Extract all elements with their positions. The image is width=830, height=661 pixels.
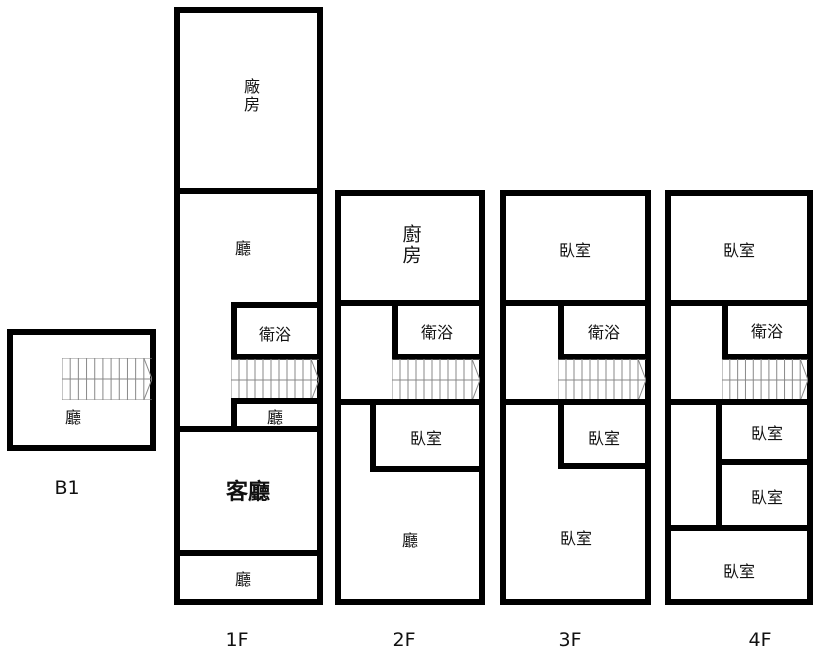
f4-bedroom-b-label: 臥室 — [750, 488, 784, 507]
f1-wall — [174, 426, 323, 432]
f3-floor-label: 3F — [558, 629, 582, 651]
stair-line — [310, 379, 319, 401]
f3-stairs — [558, 359, 646, 401]
f2-kitchen-label: 廚房 — [399, 224, 422, 266]
f3-bedroom-bottom-label: 臥室 — [559, 529, 593, 548]
f1-bath-room — [231, 302, 323, 360]
f4-outline — [665, 190, 813, 605]
f1-bath-label: 衛浴 — [258, 325, 292, 344]
f1-living-label: 客廳 — [225, 480, 271, 505]
b1-floor-label: B1 — [54, 477, 80, 499]
f1-wall — [174, 550, 323, 556]
f3-bedroom-mid-label: 臥室 — [587, 429, 621, 448]
f2-bath-room — [392, 300, 485, 360]
f2-bedroom-label: 臥室 — [409, 429, 443, 448]
stair-line — [143, 378, 152, 400]
b1-hall-label: 廳 — [64, 408, 82, 427]
b1-outline — [7, 329, 156, 451]
f1-hall-label: 廳 — [234, 239, 252, 258]
f2-bath-label: 衛浴 — [420, 323, 454, 342]
stair-line — [143, 358, 152, 380]
f1-factory-label: 廠房 — [241, 78, 260, 114]
stair-line — [310, 359, 319, 381]
stair-line — [637, 379, 646, 401]
f1-floor-label: 1F — [225, 629, 249, 651]
f4-bath-label: 衛浴 — [750, 322, 784, 341]
f4-bedroom-top-label: 臥室 — [722, 241, 756, 260]
stair-line — [471, 379, 480, 401]
f2-hall-label: 廳 — [401, 531, 419, 550]
f2-bedroom-room — [370, 399, 485, 472]
f1-stairs — [231, 359, 319, 401]
f3-bath-room — [558, 300, 651, 360]
f1-small-hall-label: 廳 — [266, 408, 284, 427]
stair-line — [471, 359, 480, 381]
f4-bedroom-bottom-label: 臥室 — [722, 562, 756, 581]
f4-bath-room — [722, 300, 813, 360]
stair-line — [637, 359, 646, 381]
stair-line — [799, 379, 808, 401]
b1-stairs — [62, 358, 152, 400]
f1-wall — [174, 188, 323, 194]
f3-bedroom-top-label: 臥室 — [558, 241, 592, 260]
f4-stairs — [722, 359, 808, 401]
f3-bedroom-mid-room — [558, 399, 651, 469]
f2-stairs — [392, 359, 480, 401]
f3-bath-label: 衛浴 — [587, 323, 621, 342]
f2-outline — [335, 190, 485, 605]
f4-bedroom-a-label: 臥室 — [750, 424, 784, 443]
stair-line — [799, 359, 808, 381]
f2-floor-label: 2F — [392, 629, 416, 651]
f3-outline — [500, 190, 651, 605]
f1-front-hall-label: 廳 — [234, 570, 252, 589]
f4-wall — [665, 525, 813, 531]
f4-floor-label: 4F — [748, 629, 772, 651]
